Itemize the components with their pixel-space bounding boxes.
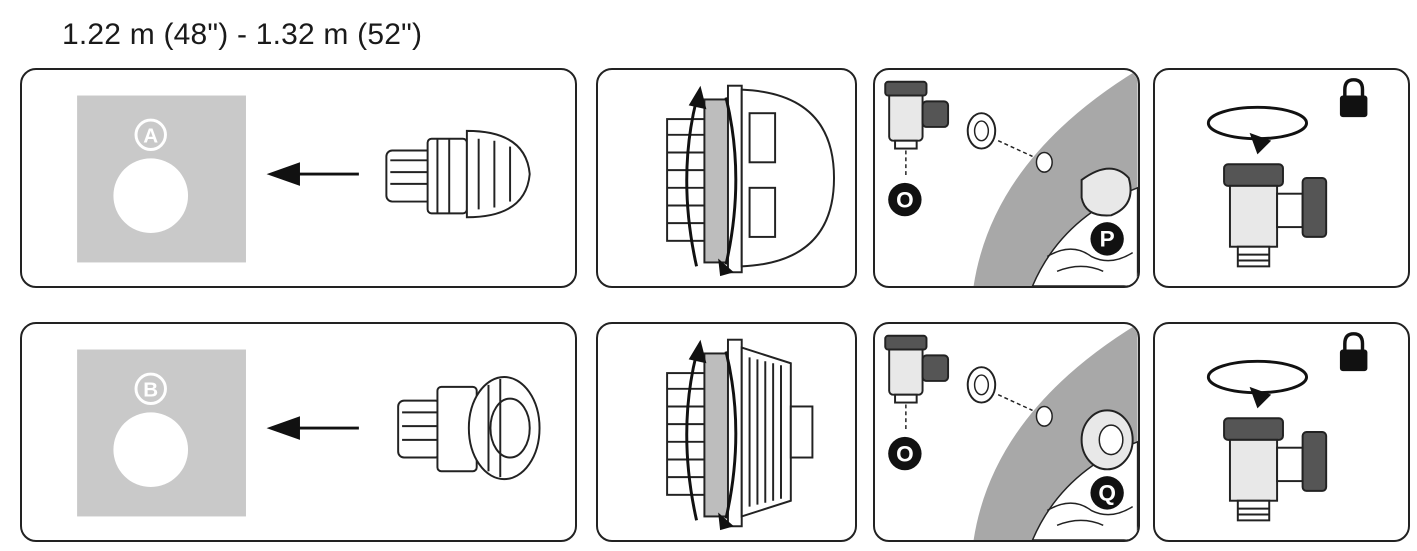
strainer-fitting-p-installed [1080, 167, 1132, 217]
hole-label-a: A [143, 125, 158, 148]
lock-icon [1339, 78, 1368, 118]
fitting-label-p: P [1100, 227, 1115, 252]
step-panel-rotate-fitting [596, 68, 857, 288]
label-b-circle [134, 372, 167, 405]
wall-hole [1035, 405, 1053, 427]
valve [1223, 163, 1328, 268]
jet-fitting-q [397, 376, 541, 481]
step-panel-rotate-jet [596, 322, 857, 542]
connection-label-o: O [896, 187, 914, 212]
label-o-badge [888, 436, 922, 471]
hole-b-illustration: B [77, 349, 541, 517]
hole-a-illustration: A [77, 95, 531, 263]
jet-side-view [666, 338, 814, 528]
connect-q-illustration: O Q [884, 324, 1138, 540]
lock-icon [1339, 332, 1368, 372]
tighten-valve-illustration [1206, 78, 1368, 268]
rotate-fitting-illustration [666, 84, 835, 277]
valve-small [884, 80, 950, 150]
label-o-badge [888, 182, 922, 217]
jet-fitting-q-installed [1080, 409, 1134, 471]
fitting-label-q: Q [1098, 481, 1116, 506]
valve-small [884, 334, 950, 404]
hole-circle [113, 158, 189, 233]
rotate-arrow-icon [685, 351, 738, 521]
step-panel-tighten-valve [1153, 68, 1410, 288]
rotate-jet-illustration [666, 338, 814, 531]
step-panel-hole-b: B [20, 322, 577, 542]
tighten-valve-illustration [1206, 332, 1368, 522]
strainer-fitting-p [385, 129, 531, 219]
step-panel-connect-q: O Q [873, 322, 1140, 542]
label-p-badge [1090, 222, 1124, 256]
hole-label-b: B [143, 379, 158, 402]
step-panel-tighten-valve-2 [1153, 322, 1410, 542]
connect-p-illustration: O P [884, 70, 1138, 286]
page-title: 1.22 m (48") - 1.32 m (52") [62, 18, 423, 51]
hole-circle [113, 412, 189, 487]
left-arrow-icon [266, 162, 359, 186]
rotate-arrow-icon [1206, 105, 1309, 155]
rotate-arrow-icon [1206, 359, 1309, 409]
step-panel-hole-a: A [20, 68, 577, 288]
valve [1223, 417, 1328, 522]
rotate-arrow-icon [685, 97, 738, 267]
label-a-circle [134, 118, 167, 151]
step-panel-connect-p: O P [873, 68, 1140, 288]
label-q-badge [1090, 476, 1124, 510]
connection-label-o: O [896, 441, 914, 466]
strainer-side-view [666, 84, 835, 274]
wall-hole [1035, 151, 1053, 173]
left-arrow-icon [266, 416, 359, 440]
